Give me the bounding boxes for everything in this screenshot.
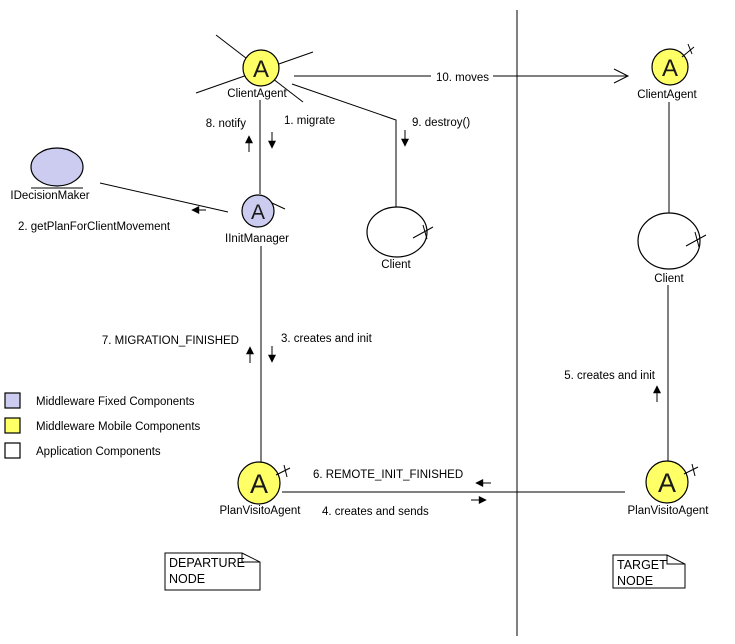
node-init-manager: A IInitManager — [225, 194, 289, 245]
migrate-label: 1. migrate — [284, 115, 335, 127]
moves-label: 10. moves — [436, 72, 489, 84]
node-departure-client: Client — [366, 206, 434, 271]
target-plan-visito-agent-label: PlanVisitoAgent — [628, 505, 710, 517]
agent-a-glyph: A — [253, 56, 269, 83]
target-node-text-line1: TARGET — [617, 558, 667, 572]
target-client-agent-label: ClientAgent — [637, 89, 697, 101]
legend-label-application: Application Components — [36, 446, 161, 458]
moves-open-arrowhead — [613, 68, 630, 84]
edge-creates-migration: 7. MIGRATION_FINISHED 3. creates and ini… — [102, 246, 373, 462]
edge-destroy: 9. destroy() — [291, 83, 470, 207]
agent-a-glyph: A — [662, 55, 678, 82]
legend-swatch-application — [4, 442, 21, 459]
agent-a-glyph: A — [658, 468, 676, 498]
node-target-plan-visito-agent: A PlanVisitoAgent — [628, 460, 710, 517]
node-target-client-agent: A ClientAgent — [637, 43, 698, 101]
note-target-node: TARGET NODE — [612, 554, 686, 589]
edge-get-plan: 2. getPlanForClientMovement — [18, 182, 229, 233]
departure-node-text-line1: DEPARTURE — [169, 556, 245, 570]
departure-client-label: Client — [381, 259, 411, 271]
node-decision-maker: IDecisionMaker — [10, 147, 90, 202]
node-departure-client-agent: A ClientAgent — [227, 49, 288, 100]
legend: Middleware Fixed Components Middleware M… — [4, 392, 201, 459]
note-departure-node: DEPARTURE NODE — [164, 552, 261, 591]
agent-a-glyph: A — [250, 469, 268, 499]
agent-tail — [681, 43, 695, 58]
departure-node-text-line2: NODE — [169, 572, 205, 586]
destroy-label: 9. destroy() — [412, 117, 470, 129]
decision-maker-label: IDecisionMaker — [10, 190, 89, 202]
node-target-client: Client — [637, 212, 707, 285]
creates-init-departure-label: 3. creates and init — [281, 333, 373, 345]
agent-a-glyph: A — [251, 201, 265, 224]
client-tail — [685, 231, 707, 248]
note-fold-corner — [666, 555, 685, 565]
remote-init-finished-label: 6. REMOTE_INIT_FINISHED — [313, 469, 463, 481]
notify-label: 8. notify — [206, 118, 247, 130]
departure-client-agent-label: ClientAgent — [227, 88, 287, 100]
edge-creates-init-target: 5. creates and init — [564, 102, 670, 461]
edge-migrate-notify: 8. notify 1. migrate — [206, 100, 335, 194]
legend-label-middleware-mobile: Middleware Mobile Components — [36, 421, 201, 433]
edge-moves: 10. moves — [294, 67, 630, 84]
legend-swatch-middleware-fixed — [4, 392, 21, 409]
agent-tail — [271, 202, 286, 210]
get-plan-label: 2. getPlanForClientMovement — [18, 221, 171, 233]
edge-remote-init: 6. REMOTE_INIT_FINISHED 4. creates and s… — [282, 469, 625, 518]
creates-and-sends-label: 4. creates and sends — [322, 506, 429, 518]
node-departure-plan-visito-agent: A PlanVisitoAgent — [220, 461, 302, 517]
agent-tail — [683, 463, 699, 477]
legend-swatch-middleware-mobile — [4, 417, 21, 434]
creates-init-target-label: 5. creates and init — [564, 370, 656, 382]
note-fold-corner — [241, 553, 260, 563]
target-node-text-line2: NODE — [617, 574, 653, 588]
target-client-label: Client — [654, 273, 684, 285]
legend-label-middleware-fixed: Middleware Fixed Components — [36, 396, 195, 408]
agent-tail — [275, 464, 291, 478]
migration-finished-label: 7. MIGRATION_FINISHED — [102, 335, 239, 347]
departure-plan-visito-agent-label: PlanVisitoAgent — [220, 505, 302, 517]
init-manager-label: IInitManager — [225, 233, 289, 245]
client-tail — [412, 224, 434, 240]
